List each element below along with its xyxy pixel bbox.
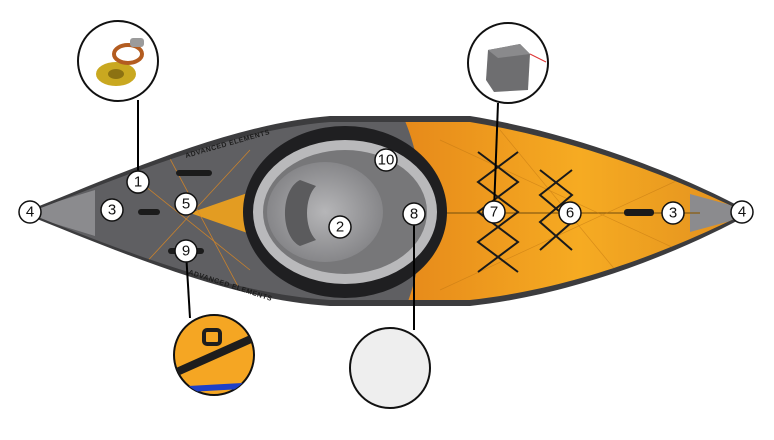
bungee-cords: [476, 151, 574, 273]
callout-8: 8: [402, 202, 426, 226]
callout-7: 7: [482, 200, 506, 224]
svg-text:3: 3: [108, 202, 116, 219]
callout-4-bow: 4: [730, 200, 754, 224]
svg-text:4: 4: [26, 204, 34, 221]
svg-text:6: 6: [566, 205, 574, 222]
callout-5: 5: [174, 192, 198, 216]
callout-6: 6: [558, 201, 582, 225]
svg-text:3: 3: [669, 205, 677, 222]
floor-panel-inset: [349, 327, 431, 409]
svg-text:5: 5: [182, 196, 190, 213]
stern-tip: [28, 190, 95, 236]
svg-text:10: 10: [378, 152, 395, 169]
leader-lines: [137, 100, 499, 330]
svg-text:4: 4: [738, 204, 746, 221]
valve-inset: [77, 20, 159, 102]
svg-text:2: 2: [336, 219, 344, 236]
callout-3-front: 3: [661, 201, 685, 225]
svg-text:9: 9: [182, 243, 190, 260]
svg-text:1: 1: [134, 174, 142, 191]
callout-1: 1: [126, 170, 150, 194]
callout-4-stern: 4: [18, 200, 42, 224]
callout-9: 9: [174, 239, 198, 263]
callout-2: 2: [328, 215, 352, 239]
valve-icon: [96, 38, 144, 86]
kayak-seat: [267, 162, 383, 262]
d-ring-inset: [173, 314, 255, 396]
floor-panel-icon: [349, 327, 431, 409]
seat-back-icon: [486, 44, 547, 92]
seat-back: [285, 180, 316, 246]
svg-text:8: 8: [410, 206, 418, 223]
callout-3-rear: 3: [100, 198, 124, 222]
bow-tip: [690, 194, 746, 232]
svg-text:7: 7: [490, 204, 498, 221]
seat-back-inset: [467, 22, 549, 104]
callout-10: 10: [374, 148, 398, 172]
